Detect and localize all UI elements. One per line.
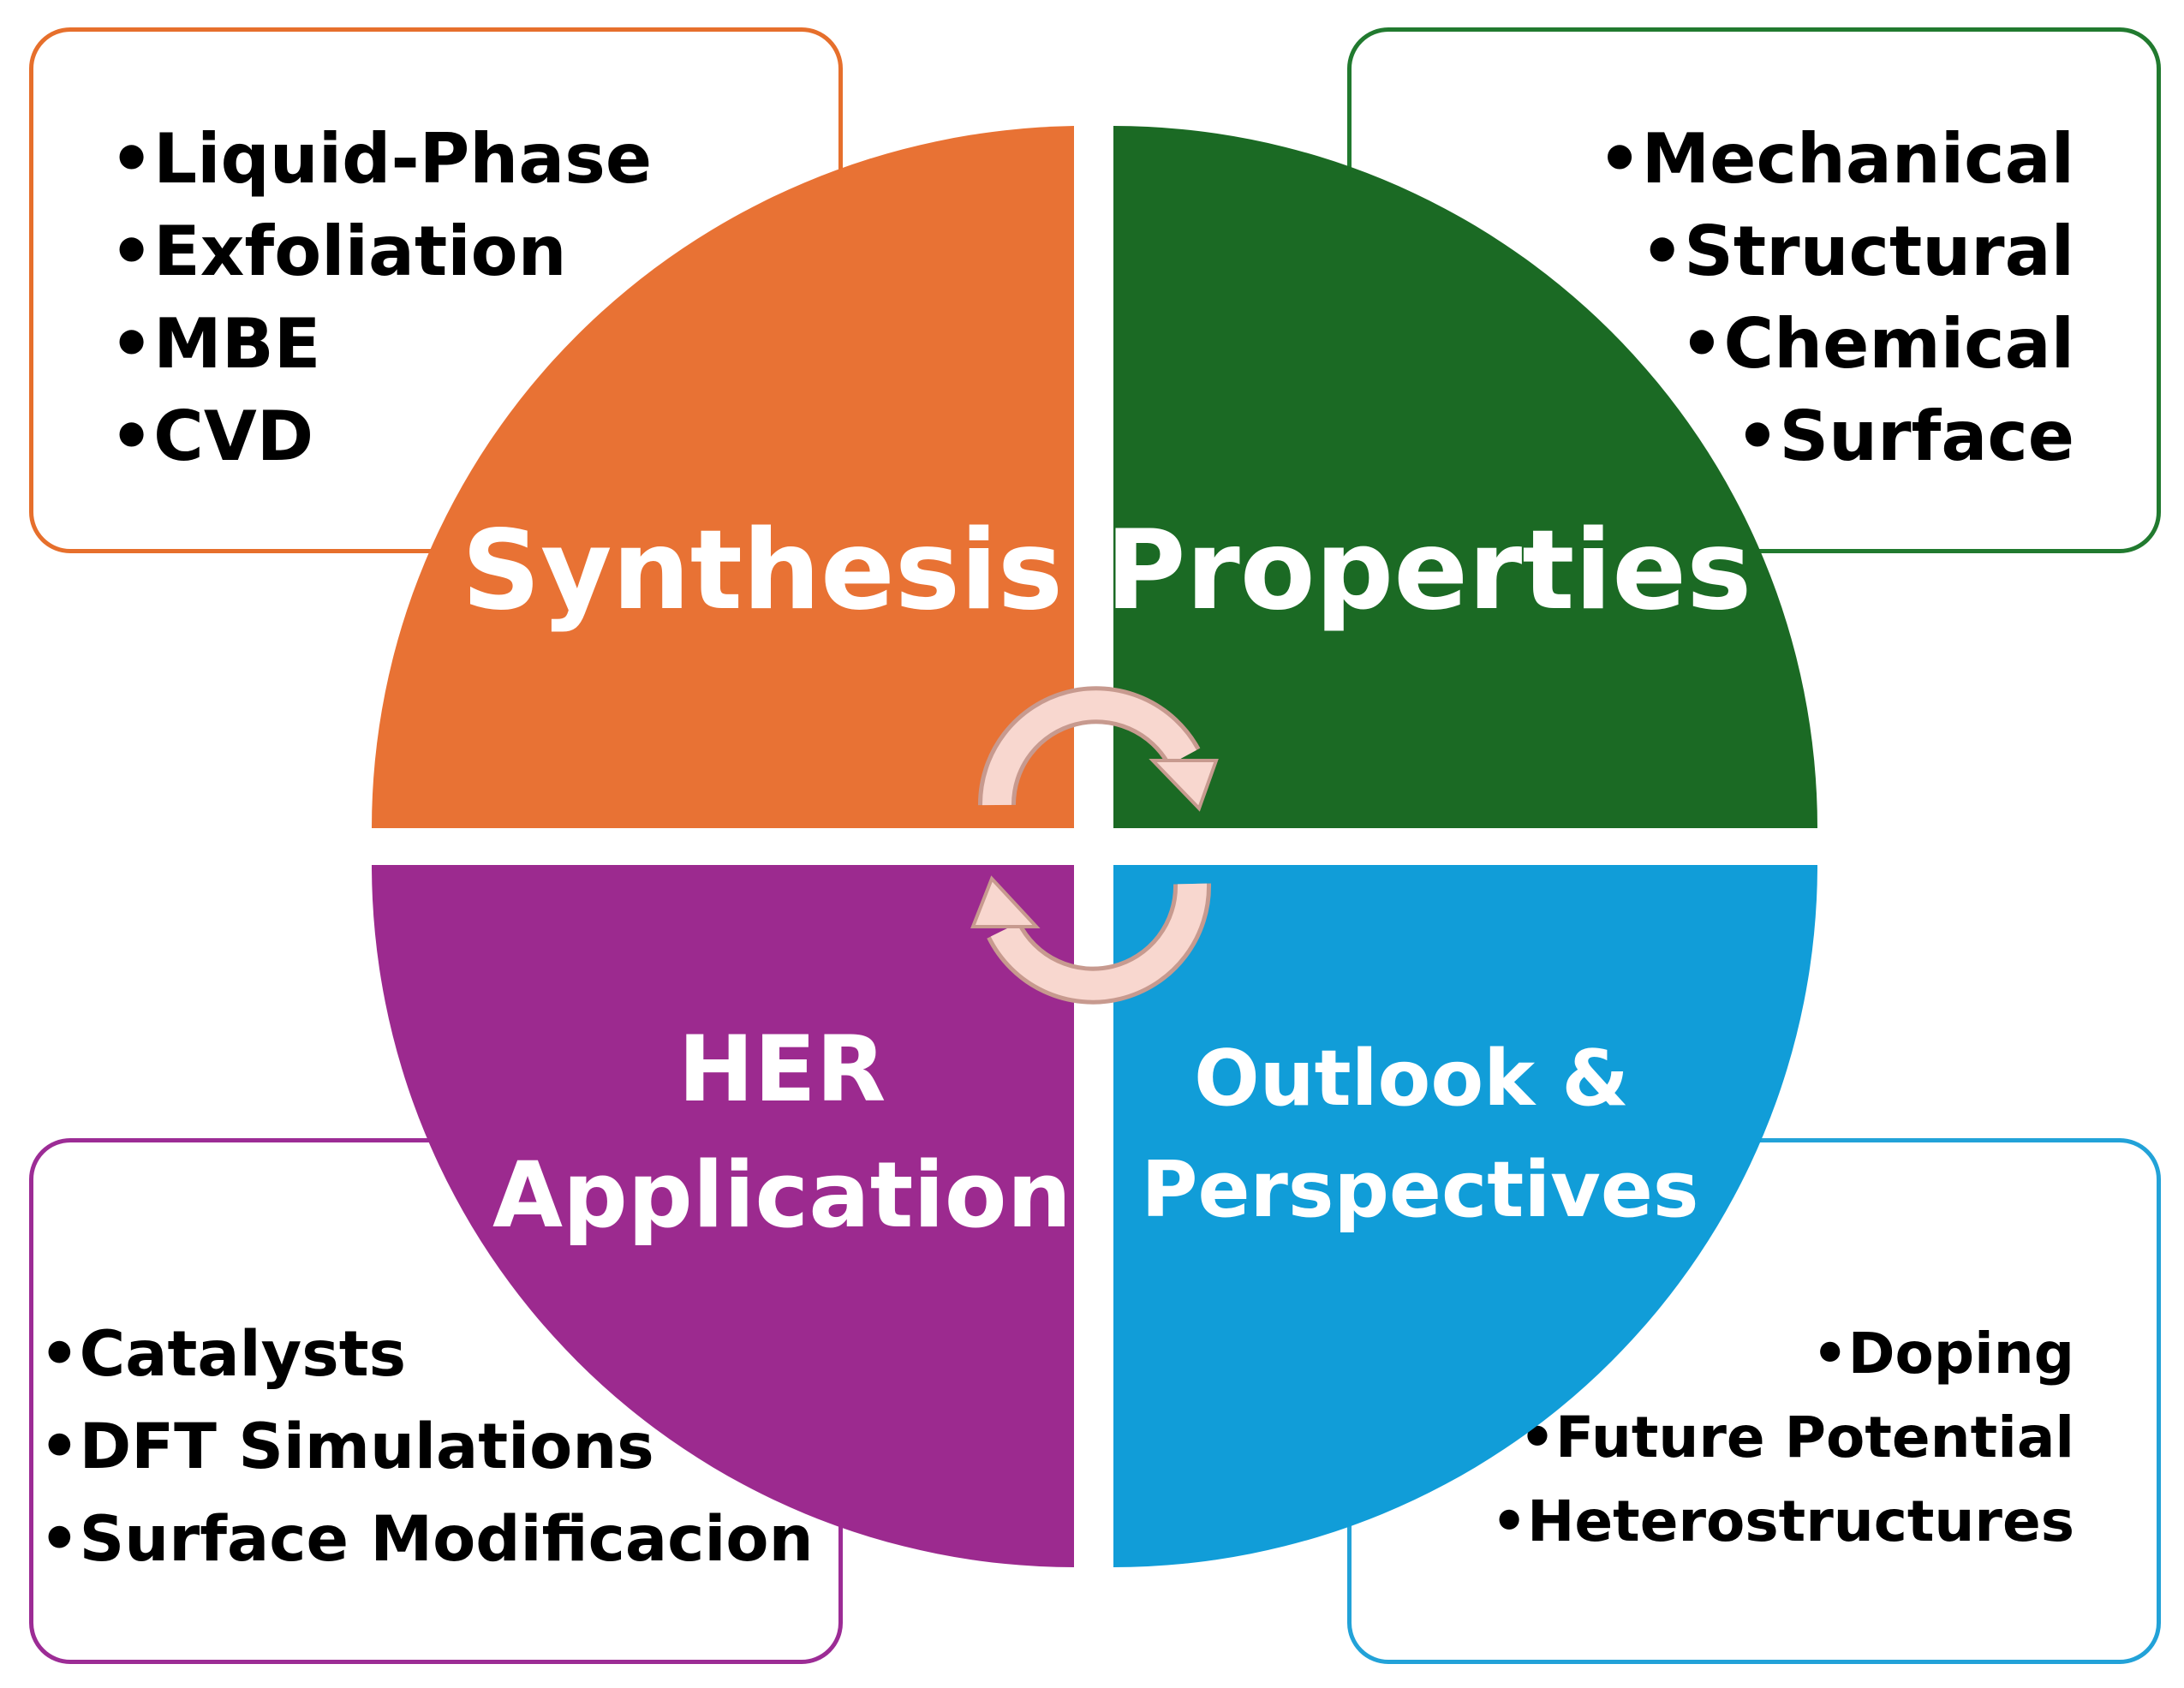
list-item: •Structural	[1640, 212, 2074, 291]
properties-quadrant	[1113, 126, 1817, 828]
cycle-arrow-top-icon	[977, 686, 1219, 812]
list-item: •Exfoliation	[110, 212, 567, 291]
list-item: •Doping	[1811, 1321, 2074, 1387]
list-item: •Catalysts	[39, 1318, 407, 1391]
properties-list: •Mechanical •Structural •Chemical •Surfa…	[1597, 113, 2074, 483]
list-item: •Surface	[1735, 397, 2074, 476]
outlook-list: •Doping •Future Potential •Heterostructu…	[1491, 1312, 2074, 1564]
synthesis-list: •Liquid-Phase •Exfoliation •MBE •CVD	[110, 113, 652, 483]
properties-title: Properties	[1106, 507, 1752, 635]
list-item: •Future Potential	[1519, 1405, 2074, 1470]
outlook-quadrant	[1113, 865, 1817, 1567]
list-item: •Chemical	[1680, 304, 2074, 384]
her-application-quadrant	[372, 865, 1074, 1567]
synthesis-title: Synthesis	[462, 507, 1063, 635]
list-item: •Surface Modificacion	[39, 1503, 814, 1576]
synthesis-quadrant	[372, 126, 1074, 828]
list-item: •Heterostructures	[1490, 1488, 2074, 1554]
list-item: •Liquid-Phase	[110, 119, 653, 199]
list-item: •DFT Simulations	[39, 1411, 654, 1483]
perspectives-title: Perspectives	[1142, 1145, 1699, 1235]
application-title: Application	[492, 1142, 1071, 1248]
her-title: HER	[678, 1017, 886, 1122]
list-item: •MBE	[110, 304, 321, 384]
her-application-list: •Catalysts •DFT Simulations •Surface Mod…	[39, 1309, 814, 1586]
outlook-title: Outlook &	[1194, 1034, 1629, 1124]
list-item: •CVD	[110, 397, 314, 476]
cycle-arrow-bottom-icon	[970, 875, 1212, 1005]
list-item: •Mechanical	[1597, 119, 2074, 199]
